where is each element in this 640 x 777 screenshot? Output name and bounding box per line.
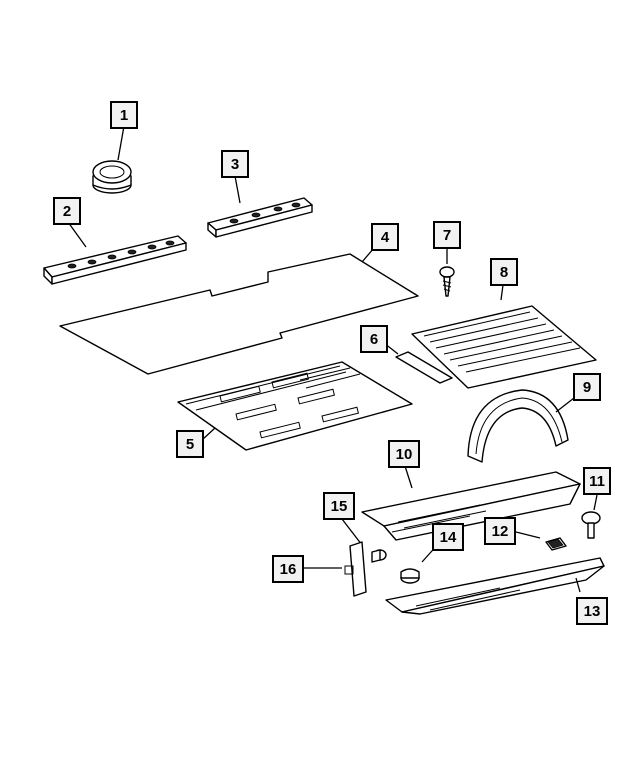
- callout-1: 1: [110, 101, 138, 129]
- callout-8: 8: [490, 258, 518, 286]
- callout-2: 2: [53, 197, 81, 225]
- callout-15: 15: [323, 492, 355, 520]
- callout-4: 4: [371, 223, 399, 251]
- callout-5: 5: [176, 430, 204, 458]
- part-15-pin: [371, 549, 387, 563]
- callout-11: 11: [583, 467, 611, 495]
- part-11-bolt: [581, 511, 601, 539]
- part-9-wheelhouse: [467, 389, 569, 463]
- part-10-sill: [361, 471, 581, 541]
- part-4-floor-mat: [59, 253, 419, 375]
- callout-13: 13: [576, 597, 608, 625]
- part-3-bar: [207, 197, 313, 238]
- callout-16: 16: [272, 555, 304, 583]
- callout-6: 6: [360, 325, 388, 353]
- callout-7: 7: [433, 221, 461, 249]
- part-2-bar: [43, 235, 187, 285]
- part-12-clip: [545, 537, 567, 551]
- part-6-strip: [395, 351, 453, 384]
- callout-9: 9: [573, 373, 601, 401]
- part-1-plug: [92, 160, 132, 194]
- part-14-plug: [400, 568, 420, 584]
- callout-3: 3: [221, 150, 249, 178]
- part-8-rear-panel: [411, 305, 597, 389]
- part-7-screw: [439, 266, 455, 297]
- part-16-bracket: [344, 541, 367, 597]
- callout-12: 12: [484, 517, 516, 545]
- callout-10: 10: [388, 440, 420, 468]
- part-13-channel: [385, 557, 605, 615]
- callout-14: 14: [432, 523, 464, 551]
- part-5-floor-panel: [177, 361, 413, 451]
